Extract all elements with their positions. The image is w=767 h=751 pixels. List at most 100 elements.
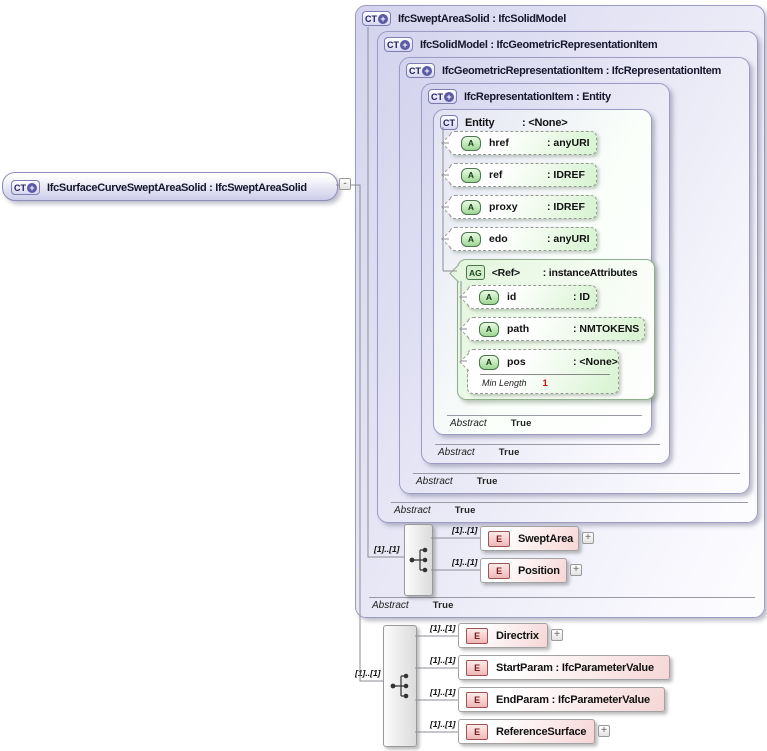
attribute-proxy[interactable]: A proxy : IDREF [449,195,597,219]
attribute-icon: A [461,135,481,151]
element-referencesurface[interactable]: E ReferenceSurface [458,719,595,744]
attribute-name: path [507,323,530,335]
attribute-name: proxy [489,201,518,213]
derived-plus-icon: + [400,39,410,50]
attribute-path[interactable]: A path : NMTOKENS [467,317,645,341]
abstract-label: Abstract [416,476,453,487]
complex-type-icon: CT [440,115,458,130]
expand-toggle[interactable]: + [582,532,594,544]
abstract-label: Abstract [394,505,431,516]
type-box-header: CT+ IfcSolidModel : IfcGeometricRepresen… [384,36,658,53]
element-label: StartParam : IfcParameterValue [496,661,654,674]
root-type-node[interactable]: CT+ IfcSurfaceCurveSweptAreaSolid : IfcS… [2,172,338,201]
facet-value: 1 [542,378,548,389]
abstract-row: Abstract True [391,502,748,516]
attribute-icon: A [461,231,481,247]
derived-plus-icon: + [27,182,37,193]
element-label: EndParam : IfcParameterValue [496,693,650,706]
type-box-header: CT+ IfcSweptAreaSolid : IfcSolidModel [362,10,566,27]
attribute-icon: A [479,354,499,370]
element-label: ReferenceSurface [496,725,587,738]
abstract-value: True [432,600,454,611]
abstract-value: True [454,505,476,516]
attribute-name: href [489,137,509,149]
attribute-group-icon: AG [466,265,485,280]
expand-toggle[interactable]: + [551,629,563,641]
attribute-name: edo [489,233,508,245]
element-label: Position [518,564,560,577]
complex-type-icon: CT+ [384,37,413,52]
element-position[interactable]: E Position [480,558,567,583]
cardinality-label: [1]..[1] [430,719,456,729]
derived-plus-icon: + [444,91,454,102]
element-directrix[interactable]: E Directrix [458,623,548,648]
element-sweptarea[interactable]: E SweptArea [480,526,579,551]
element-icon: E [488,562,510,579]
complex-type-icon: CT+ [428,89,457,104]
attribute-pos[interactable]: A pos : <None> Min Length 1 [467,349,619,394]
complex-type-icon: CT+ [11,180,40,195]
derived-plus-icon: + [422,65,432,76]
complex-type-icon: CT+ [362,11,391,26]
abstract-row: Abstract True [435,444,660,458]
complex-type-icon: CT+ [406,63,435,78]
element-startparam[interactable]: E StartParam : IfcParameterValue [458,655,670,680]
element-icon: E [466,659,488,676]
expand-toggle[interactable]: + [570,564,582,576]
sequence-icon [390,673,409,699]
attribute-type: : NMTOKENS [573,323,640,335]
cardinality-label: [1]..[1] [355,668,381,678]
root-header: CT+ IfcSurfaceCurveSweptAreaSolid : IfcS… [11,179,307,196]
sequence-connector[interactable] [383,625,417,747]
cardinality-label: [1]..[1] [452,557,478,567]
attribute-icon: A [461,167,481,183]
cardinality-label: [1]..[1] [430,655,456,665]
element-icon: E [466,691,488,708]
element-icon: E [488,530,510,547]
facet-row: Min Length 1 [480,374,610,389]
type-box-header: CT+ IfcGeometricRepresentationItem : Ifc… [406,62,721,79]
attribute-row: A pos : <None> [468,350,618,374]
abstract-row: Abstract True [413,473,740,487]
attribute-name: ref [489,169,503,181]
abstract-row: Abstract True [369,597,755,611]
attribute-type: : IDREF [547,169,585,181]
abstract-value: True [476,476,498,487]
type-name: Entity [465,116,495,129]
abstract-row: Abstract True [447,415,642,429]
type-title: IfcRepresentationItem : Entity [464,90,611,103]
sequence-connector[interactable] [404,524,433,596]
sequence-icon [409,547,427,573]
abstract-value: True [510,418,532,429]
element-icon: E [466,723,488,740]
attribute-type: : IDREF [547,201,585,213]
attribute-group-header: AG <Ref> : instanceAttributes [466,264,638,281]
attribute-href[interactable]: A href : anyURI [449,131,597,155]
cardinality-label: [1]..[1] [452,525,478,535]
collapse-toggle[interactable]: - [339,178,351,190]
type-title: IfcSweptAreaSolid : IfcSolidModel [398,12,566,25]
type-box-header: CT Entity : <None> [440,114,568,131]
element-endparam[interactable]: E EndParam : IfcParameterValue [458,687,665,712]
attribute-icon: A [479,321,499,337]
type-title: IfcGeometricRepresentationItem : IfcRepr… [442,64,722,77]
element-label: Directrix [496,629,539,642]
attribute-name: id [507,291,517,303]
type-title: IfcSolidModel : IfcGeometricRepresentati… [420,38,658,51]
cardinality-label: [1]..[1] [430,623,456,633]
derived-plus-icon: + [378,13,388,24]
attribute-edo[interactable]: A edo : anyURI [449,227,597,251]
expand-toggle[interactable]: + [598,725,610,737]
type-base: : <None> [522,116,568,129]
abstract-label: Abstract [372,600,409,611]
attribute-id[interactable]: A id : ID [467,285,597,309]
element-icon: E [466,627,488,644]
attribute-type: : anyURI [547,137,590,149]
facet-label: Min Length [482,378,527,388]
element-label: SweptArea [518,532,574,545]
attribute-type: : <None> [573,356,618,368]
type-box-header: CT+ IfcRepresentationItem : Entity [428,88,611,105]
attribute-ref[interactable]: A ref : IDREF [449,163,597,187]
attribute-type: : ID [573,291,590,303]
